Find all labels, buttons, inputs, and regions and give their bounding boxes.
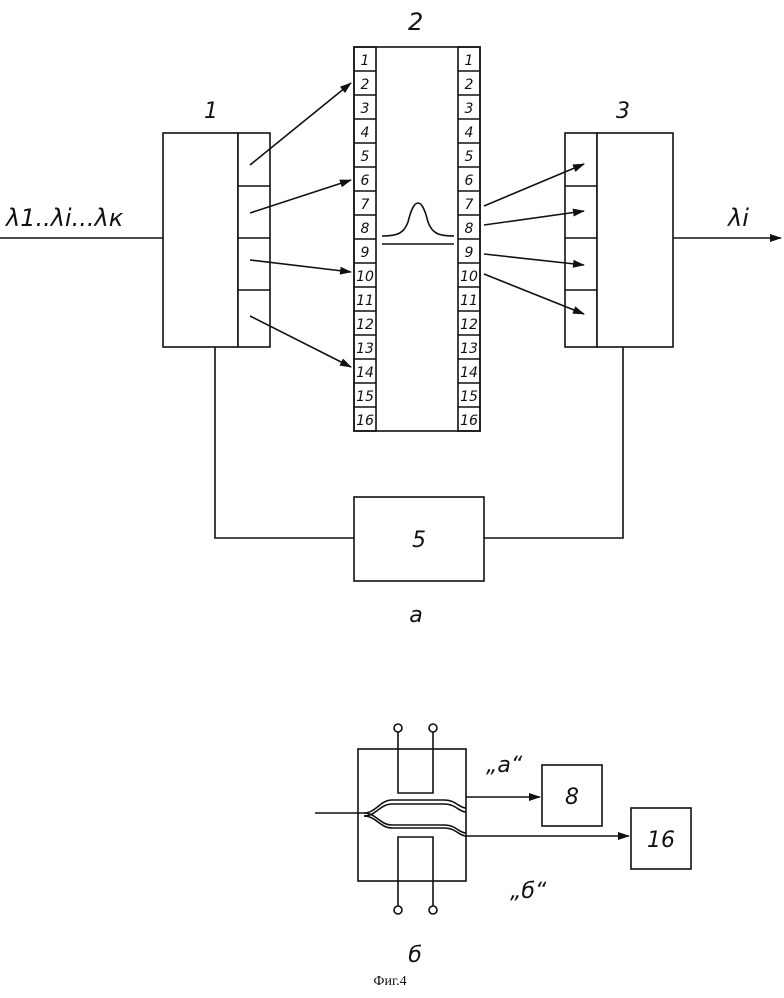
channel-left-15: 15 (356, 389, 374, 405)
channel-right-4: 4 (465, 125, 474, 141)
channel-right-13: 13 (460, 341, 478, 357)
block-8-label: 8 (565, 785, 579, 810)
figure-b: 8 16 „а“ „б“ б (315, 723, 692, 968)
block-1-label: 1 (204, 99, 218, 124)
arrow-8-to-3 (483, 208, 585, 226)
waveguide (315, 799, 467, 837)
bottom-terminal-right (428, 905, 438, 915)
channel-left-5: 5 (361, 149, 370, 165)
block-5 (353, 496, 485, 582)
block-3-label: 3 (616, 99, 630, 124)
channel-right-15: 15 (460, 389, 478, 405)
channel-left-2: 2 (361, 77, 370, 93)
block-5-label: 5 (412, 528, 426, 553)
block-1: 1 (162, 99, 271, 348)
figure-caption: Фиг.4 (373, 974, 406, 989)
channel-right-9: 9 (465, 245, 474, 261)
channel-left-13: 13 (356, 341, 374, 357)
channel-right-6: 6 (465, 173, 474, 189)
arrow-1-to-6 (249, 179, 352, 214)
arrow-1-to-10 (249, 259, 352, 275)
channel-right-10: 10 (460, 269, 478, 285)
pulse-symbol (381, 202, 455, 237)
channel-right-2: 2 (465, 77, 474, 93)
channel-right-14: 14 (460, 365, 478, 381)
block-3: 3 (564, 99, 674, 348)
arrow-10-to-3 (483, 273, 585, 315)
figure-a-sublabel: а (409, 603, 422, 628)
bottom-electrode (397, 836, 434, 906)
channel-left-1: 1 (361, 53, 370, 69)
arrow-1-to-14 (249, 315, 352, 368)
input-wavelengths-label: λ1..λi...λк (4, 204, 124, 232)
link-3-to-5 (484, 347, 624, 539)
figure-b-sublabel: б (408, 943, 422, 968)
output-wavelength-label: λi (726, 204, 749, 232)
channel-right-3: 3 (465, 101, 474, 117)
port-a-label: „а“ (486, 753, 523, 778)
channel-left-8: 8 (361, 221, 370, 237)
channel-right-7: 7 (465, 197, 474, 213)
top-electrode (397, 732, 434, 794)
channel-right-5: 5 (465, 149, 474, 165)
channel-left-16: 16 (356, 413, 374, 429)
block-8 (541, 764, 603, 827)
arrow-7-to-3 (483, 163, 585, 207)
channel-right-16: 16 (460, 413, 478, 429)
channel-left-9: 9 (361, 245, 370, 261)
block-3-body (596, 132, 674, 348)
block-16-label: 16 (647, 828, 675, 853)
channel-left-14: 14 (356, 365, 374, 381)
block-2-label: 2 (408, 8, 423, 36)
channel-right-8: 8 (465, 221, 474, 237)
block-1-ports (237, 132, 271, 348)
channel-left-4: 4 (361, 125, 370, 141)
port-b-label: „б“ (510, 879, 547, 904)
channel-left-6: 6 (361, 173, 370, 189)
channel-left-12: 12 (356, 317, 374, 333)
arrow-9-to-3 (483, 253, 585, 268)
channel-right-11: 11 (460, 293, 478, 309)
top-terminal-right (428, 723, 438, 733)
arrow-1-to-2 (249, 82, 352, 166)
link-1-to-5 (214, 347, 354, 539)
channel-right-12: 12 (460, 317, 478, 333)
channel-left-3: 3 (361, 101, 370, 117)
top-terminal-left (393, 723, 403, 733)
bottom-terminal-left (393, 905, 403, 915)
channel-left-7: 7 (361, 197, 370, 213)
modulator-body (357, 748, 467, 882)
block-1-body (162, 132, 239, 348)
channel-left-11: 11 (356, 293, 374, 309)
channel-left-10: 10 (356, 269, 374, 285)
block-16 (630, 807, 692, 870)
channel-right-1: 1 (465, 53, 474, 69)
